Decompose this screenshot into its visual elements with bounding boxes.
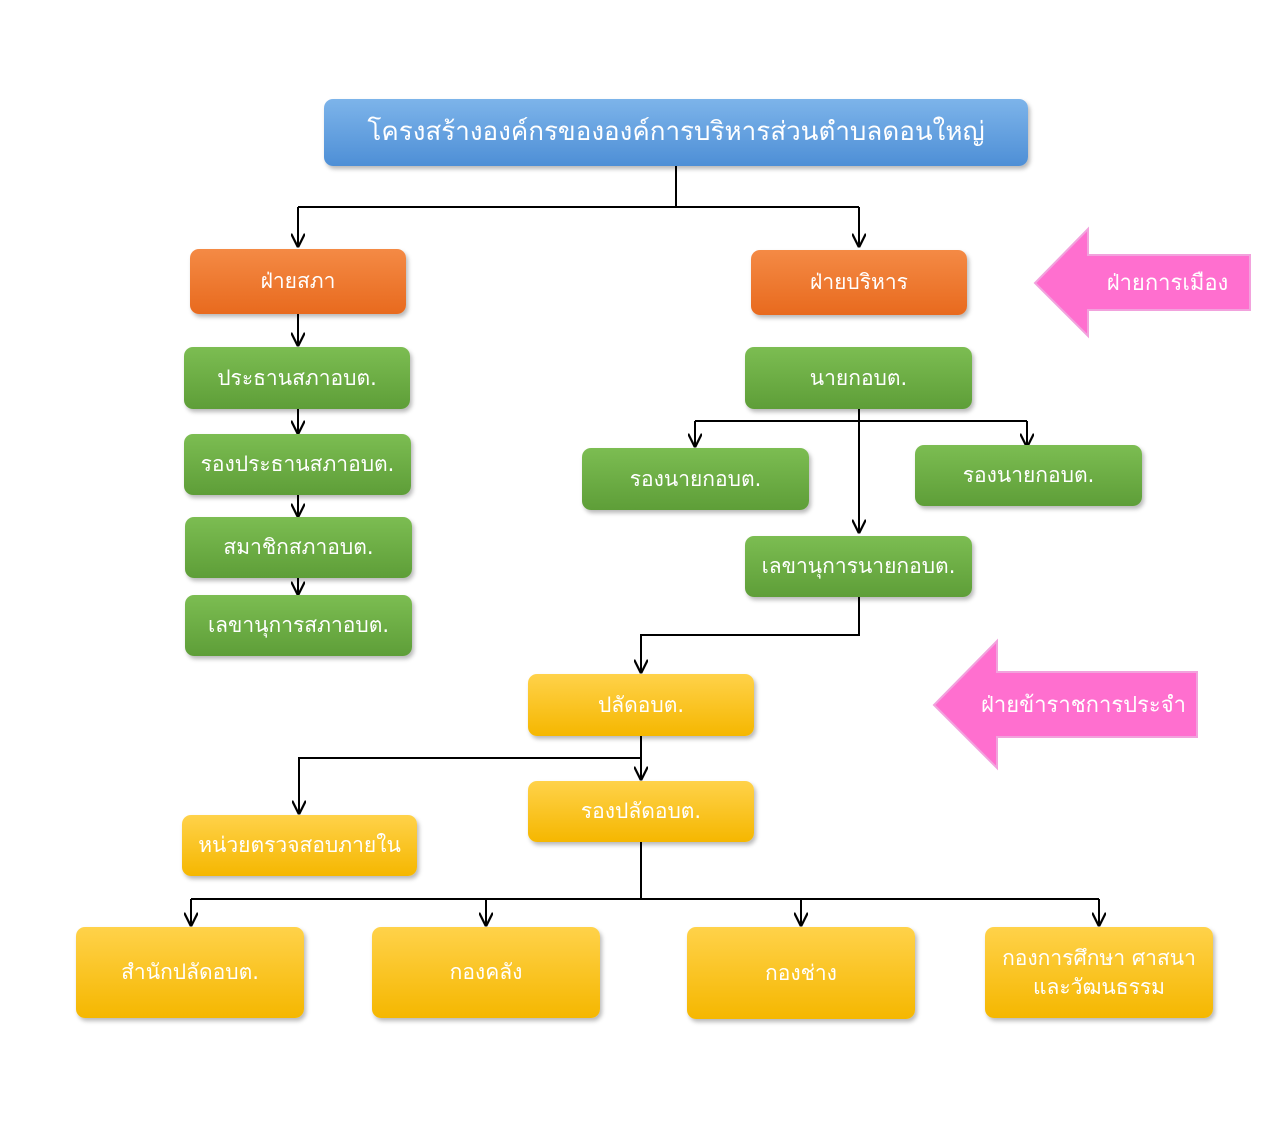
council-head-box: ฝ่ายสภา bbox=[190, 249, 406, 314]
division-education-line2: และวัฒนธรรม bbox=[1032, 974, 1166, 999]
connector-to-audit bbox=[299, 757, 641, 813]
division-education-line1: กองการศึกษา ศาสนา bbox=[1002, 946, 1196, 971]
deputy-palad-box: รองปลัดอบต. bbox=[528, 781, 754, 842]
internal-audit-box: หน่วยตรวจสอบภายใน bbox=[182, 815, 417, 876]
deputy-mayor-left-box: รองนายกอบต. bbox=[582, 448, 809, 510]
division-finance-box: กองคลัง bbox=[372, 927, 600, 1018]
mayor-secretary-box: เลขานุการนายกอบต. bbox=[745, 536, 972, 597]
deputy-mayor-right-box: รองนายกอบต. bbox=[915, 445, 1142, 506]
chart-title: โครงสร้างองค์กรขององค์การบริหารส่วนตำบลด… bbox=[324, 99, 1028, 166]
council-chair-box: ประธานสภาอบต. bbox=[184, 347, 410, 409]
council-member-box: สมาชิกสภาอบต. bbox=[185, 517, 412, 578]
connector-secretary-palad bbox=[641, 597, 860, 672]
political-tag-label: ฝ่ายการเมือง bbox=[1106, 271, 1229, 296]
connector-division-split bbox=[191, 842, 1099, 900]
connector-title-split bbox=[298, 166, 859, 208]
political-tag-arrow bbox=[1033, 226, 1251, 339]
mayor-box: นายกอบต. bbox=[745, 347, 972, 409]
council-secretary-box: เลขานุการสภาอบต. bbox=[185, 595, 412, 656]
division-education-box: กองการศึกษา ศาสนา และวัฒนธรรม bbox=[985, 927, 1213, 1018]
palad-box: ปลัดอบต. bbox=[528, 674, 754, 736]
executive-head-box: ฝ่ายบริหาร bbox=[751, 250, 967, 315]
division-office-box: สำนักปลัดอบต. bbox=[76, 927, 304, 1018]
division-engineering-box: กองช่าง bbox=[687, 927, 915, 1019]
staff-tag-label: ฝ่ายข้าราชการประจำ bbox=[981, 693, 1186, 718]
staff-tag-arrow bbox=[932, 638, 1198, 771]
council-vice-chair-box: รองประธานสภาอบต. bbox=[184, 434, 411, 495]
